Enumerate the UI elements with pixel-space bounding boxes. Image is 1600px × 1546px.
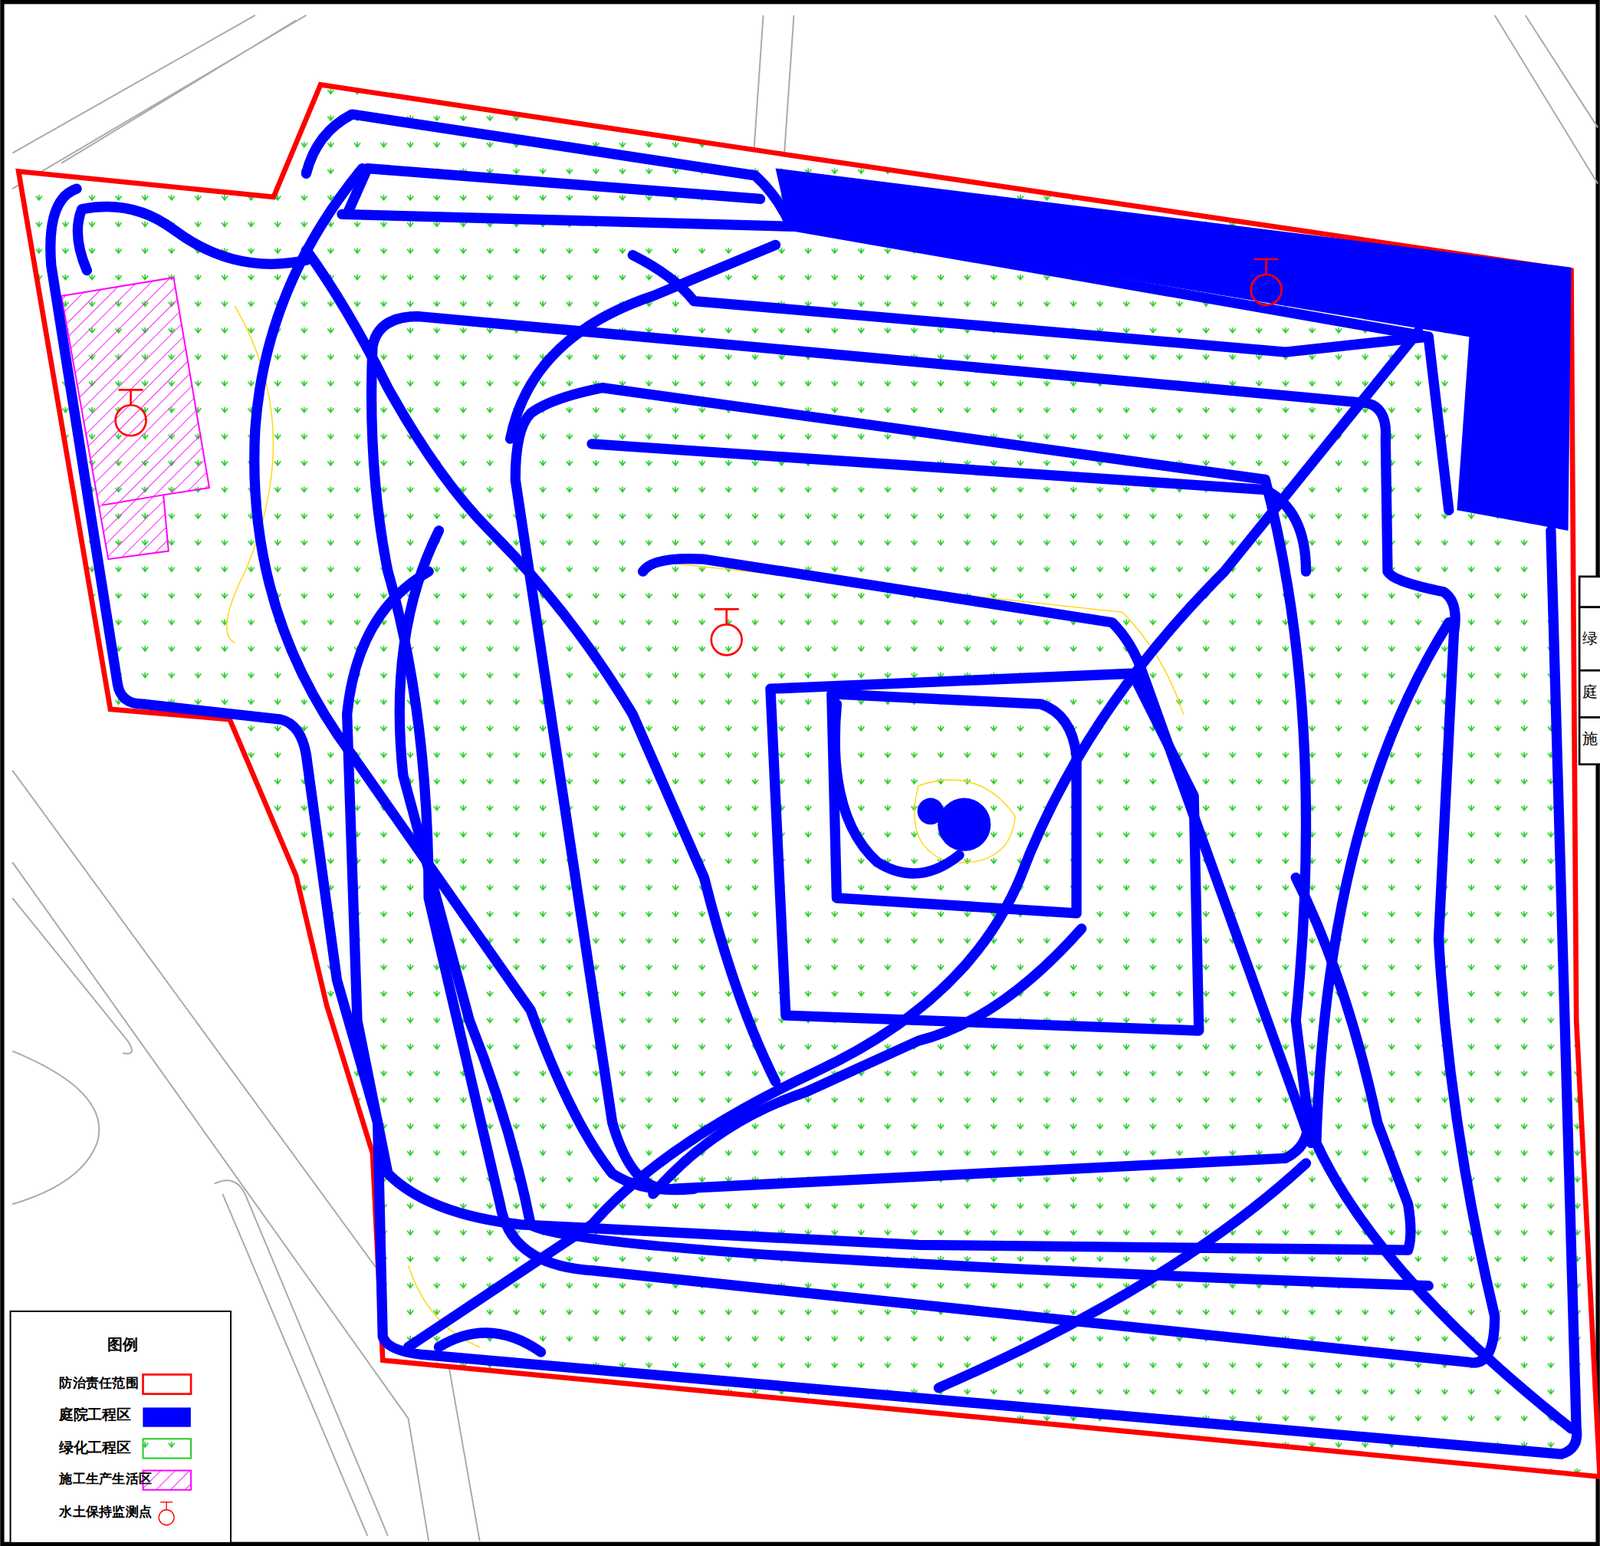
- table-cell: 施: [1582, 729, 1598, 749]
- legend-text: 庭院工程区: [59, 1406, 131, 1423]
- table-cell: 庭: [1582, 682, 1598, 701]
- legend-text: 施工生产生活区: [59, 1470, 152, 1487]
- legend-text: 防治责任范围: [59, 1374, 139, 1391]
- legend-text: 水土保持监测点: [59, 1503, 152, 1520]
- legend-text: 绿化工程区: [59, 1439, 131, 1456]
- legend-heading: 图例: [107, 1334, 138, 1354]
- table-cell: 绿: [1582, 628, 1598, 648]
- legend-swatch: [142, 1406, 191, 1426]
